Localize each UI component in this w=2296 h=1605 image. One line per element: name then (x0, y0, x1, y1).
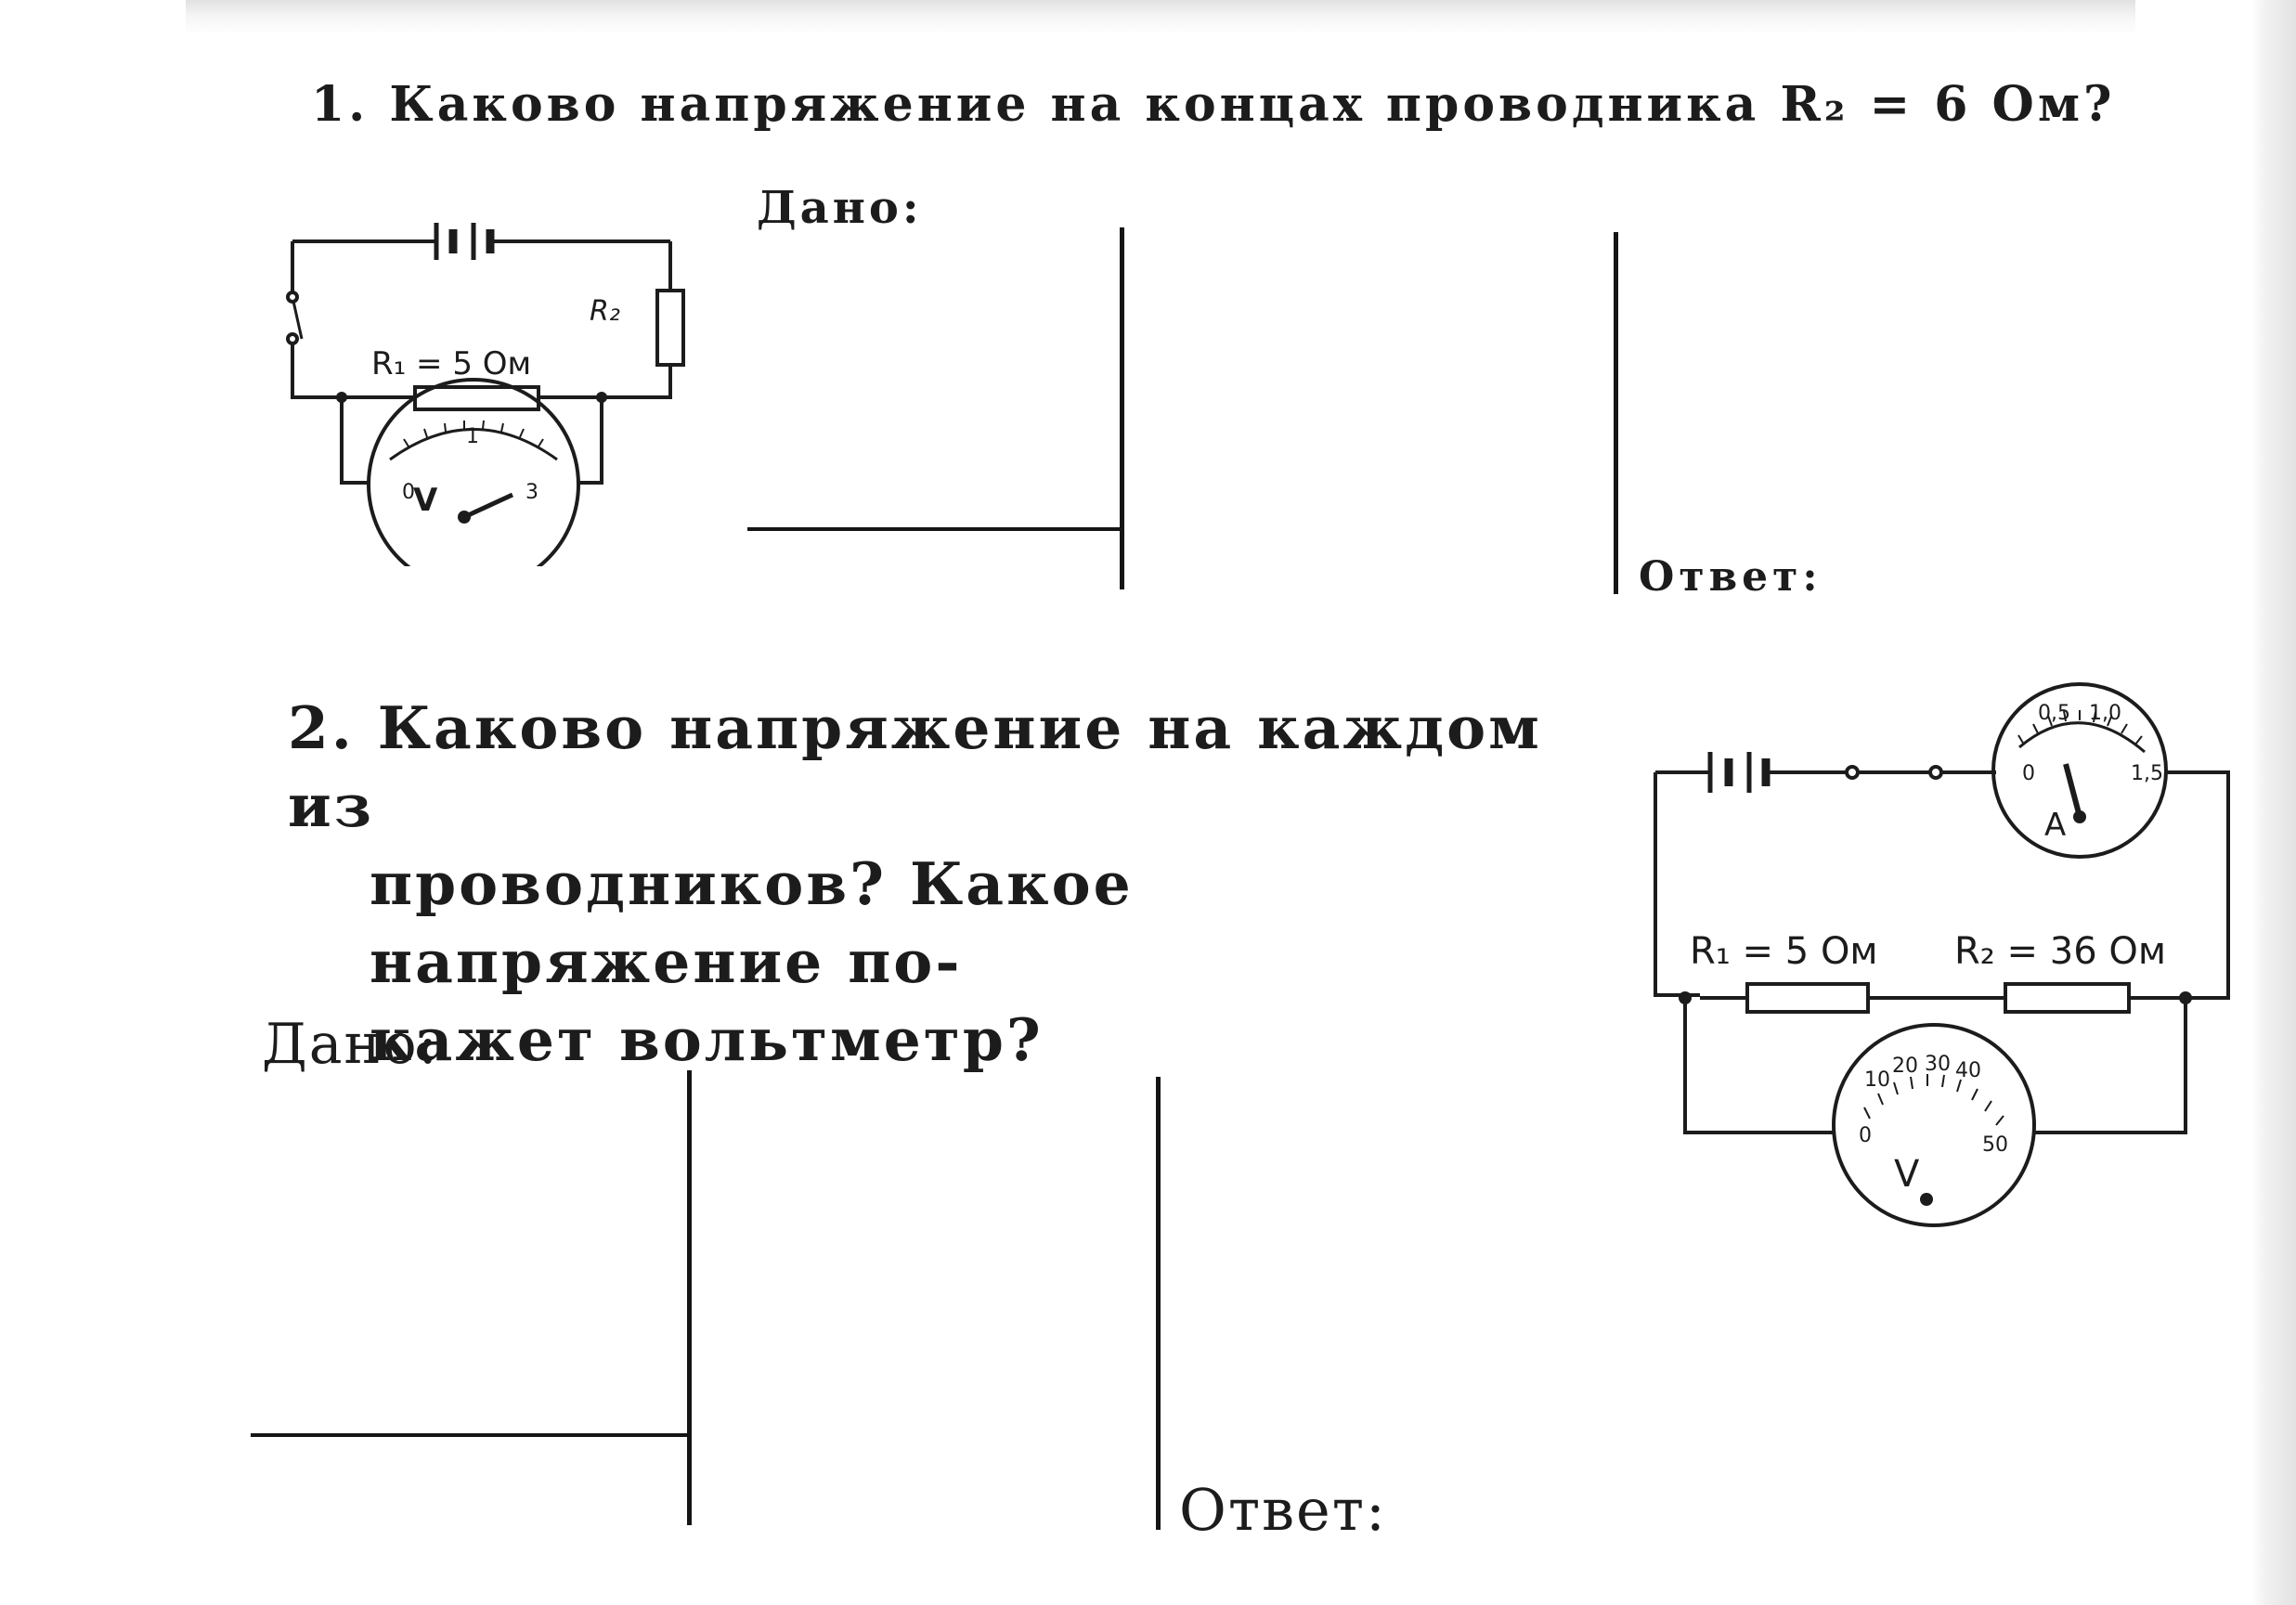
task2-node (2179, 991, 2192, 1004)
task2-r2-label: R₂ = 36 Ом (1954, 930, 2166, 973)
task1-circuit-diagram: R₁ = 5 Ом R₂ V 0 1 3 (286, 223, 685, 566)
task2-text-line1: 2. Каково напряжение на каждом из (288, 689, 1588, 845)
task1-scale-label-3: 3 (525, 481, 538, 504)
task2-ammeter-symbol: A (2044, 807, 2066, 844)
task2-r1-label: R₁ = 5 Ом (1690, 930, 1878, 973)
task1-answer-label: Ответ: (1639, 553, 1823, 601)
task2-r2-resistor (2004, 982, 2131, 1014)
task2-voltmeter-scale-0: 0 (1859, 1124, 1872, 1147)
task2-voltmeter-scale-50: 50 (1982, 1133, 2008, 1157)
task2-ammeter-pivot (2073, 810, 2086, 823)
task2-r1-resistor (1745, 982, 1870, 1014)
task2-voltmeter-leads (1683, 998, 2187, 1134)
task1-needle-pivot (458, 511, 471, 524)
task2-ammeter-scale-15: 1,5 (2131, 762, 2163, 785)
task1-solution-divider (1614, 232, 1618, 594)
task2-number: 2. (288, 693, 355, 762)
task2-voltmeter-scale-40: 40 (1955, 1059, 1981, 1082)
task1-scale-label-0: 0 (402, 481, 415, 504)
task1-voltmeter-leads (340, 397, 603, 485)
task2-ammeter-ticks (2017, 710, 2143, 745)
task2-wire-right (2166, 770, 2230, 1000)
task1-given-divider (1120, 227, 1124, 589)
task2-node (1679, 991, 1692, 1004)
task2-given-divider (687, 1070, 692, 1525)
task2-solution-divider (1156, 1077, 1161, 1530)
task1-node (596, 392, 607, 403)
task1-text: Каково напряжение на концах проводника R… (389, 76, 2116, 133)
task2-given-label: Дано: (262, 1012, 439, 1077)
task1-node (336, 392, 347, 403)
task1-voltmeter-symbol: V (413, 482, 438, 519)
task2-text-line2: проводников? Какое напряжение по- (370, 849, 1134, 996)
task2-voltmeter-scale-20: 20 (1892, 1055, 1918, 1078)
task2-voltmeter-body (1832, 1023, 2036, 1227)
task2-text-line3: кажет вольтметр? (370, 1005, 1044, 1074)
task1-wire-right (538, 241, 672, 399)
scan-shadow-top (186, 0, 2135, 35)
task2-voltmeter-scale-30: 30 (1925, 1053, 1951, 1076)
task2-voltmeter-pivot (1920, 1193, 1933, 1206)
task1-key-terminal (286, 291, 299, 304)
task1-r1-label: R₁ = 5 Ом (371, 345, 531, 382)
task1-question: 1. Каково напряжение на концах проводник… (311, 76, 2115, 133)
task1-wire-left (291, 241, 415, 399)
task2-text-line1-content: Каково напряжение на каждом из (288, 693, 1542, 840)
task2-ammeter-scale-0: 0 (2022, 762, 2035, 785)
task2-key-terminal (1845, 765, 1860, 780)
task2-ammeter-needle (2063, 763, 2082, 818)
task2-voltmeter-scale-10: 10 (1864, 1068, 1890, 1092)
task1-number: 1. (311, 76, 370, 133)
task1-r2-resistor (655, 289, 685, 367)
task2-question: 2. Каково напряжение на каждом из провод… (288, 689, 1588, 1079)
task1-given-label: Дано: (757, 182, 923, 234)
task1-voltmeter-scale-arc (389, 428, 558, 461)
task1-voltmeter-body (367, 378, 580, 566)
task2-ammeter-scale-05: 0,5 (2038, 702, 2070, 725)
task2-voltmeter-symbol: V (1894, 1153, 1920, 1196)
task2-key-terminal (1928, 765, 1943, 780)
task2-voltmeter-ticks (1863, 1074, 2004, 1126)
scan-shadow-right (2251, 0, 2296, 1605)
task2-ammeter-scale-10: 1,0 (2089, 702, 2121, 725)
task1-voltmeter-needle (462, 492, 514, 520)
task1-scale-label-1: 1 (466, 425, 479, 448)
task1-r2-label: R₂ (590, 295, 620, 328)
task1-given-underline (747, 527, 1123, 531)
task2-ammeter-scale-arc (2018, 721, 2146, 754)
task2-answer-label: Ответ: (1179, 1476, 1387, 1544)
task1-voltmeter-ticks (403, 420, 544, 447)
task2-circuit-diagram: R₁ = 5 Ом R₂ = 36 Ом A 0 0,5 1,0 1,5 V 0… (1654, 682, 2230, 1227)
task1-key-terminal (286, 332, 299, 345)
task2-given-underline (251, 1433, 687, 1437)
task1-key-switch (291, 296, 304, 340)
